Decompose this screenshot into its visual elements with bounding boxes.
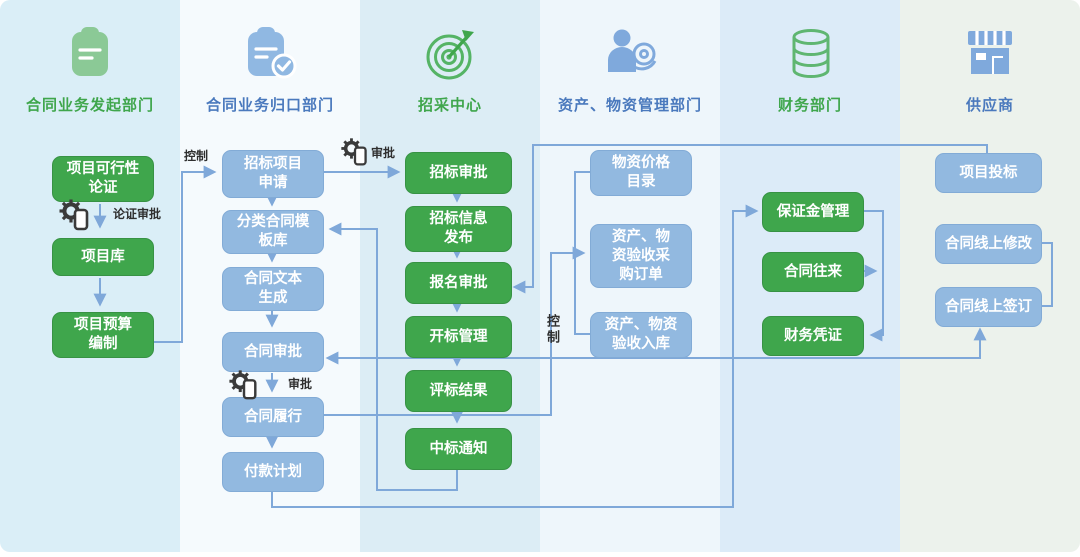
node-payment-plan: 付款计划 [222,452,324,492]
person-target-icon [608,29,657,72]
node-project-budget: 项目预算 编制 [52,312,154,358]
node-project-bidding: 项目投标 [935,153,1042,193]
node-contract-online-sign: 合同线上签订 [935,287,1042,327]
lane-title-contract-initiating: 合同业务发起部门 [25,97,154,114]
node-contract-template-library: 分类合同模 板库 [222,210,324,254]
approval-gear-icon [341,138,367,166]
target-icon [426,30,474,80]
node-contract-text-generation: 合同文本 生成 [222,267,324,311]
node-bid-approval: 招标审批 [405,152,512,194]
node-award-notice: 中标通知 [405,428,512,470]
approval-gear-icon [229,370,257,400]
clipboard-check-icon [248,27,297,79]
edge-label-approval: 审批 [371,146,396,160]
node-material-price-catalog: 物资价格 目录 [590,150,692,196]
node-contract-approval: 合同审批 [222,332,324,372]
store-icon [968,31,1012,74]
node-deposit-management: 保证金管理 [762,192,864,232]
node-contract-transactions: 合同往来 [762,252,864,292]
edge-label-contract-approval: 审批 [288,377,313,391]
database-icon [792,29,830,78]
node-financial-voucher: 财务凭证 [762,316,864,356]
node-bid-opening-management: 开标管理 [405,316,512,358]
edge-label-control-vertical: 控制 [545,314,560,346]
lane-title-supplier: 供应商 [965,97,1014,114]
node-bid-info-publish: 招标信息 发布 [405,206,512,252]
lane-title-contract-centralized: 合同业务归口部门 [205,97,334,114]
lane-title-asset-material: 资产、物资管理部门 [557,97,702,114]
edge-label-feasibility-approval: 论证审批 [113,207,162,221]
lane-title-procurement-center: 招采中心 [417,97,482,114]
node-contract-performance: 合同履行 [222,397,324,437]
node-acceptance-warehousing: 资产、物资 验收入库 [590,312,692,358]
node-acceptance-purchase-order: 资产、物 资验收采 购订单 [590,224,692,288]
node-project-feasibility: 项目可行性 论证 [52,156,154,202]
approval-gear-icon [59,199,89,231]
node-registration-approval: 报名审批 [405,262,512,304]
lane-supplier [900,0,1080,552]
lane-contract-initiating-dept [0,0,180,552]
node-contract-online-modify: 合同线上修改 [935,224,1042,264]
lane-title-finance: 财务部门 [777,97,842,114]
node-evaluation-result: 评标结果 [405,370,512,412]
node-bid-project-request: 招标项目 申请 [222,150,324,198]
edge-label-control: 控制 [184,149,209,163]
node-project-library: 项目库 [52,238,154,276]
notepad-icon [72,27,108,76]
